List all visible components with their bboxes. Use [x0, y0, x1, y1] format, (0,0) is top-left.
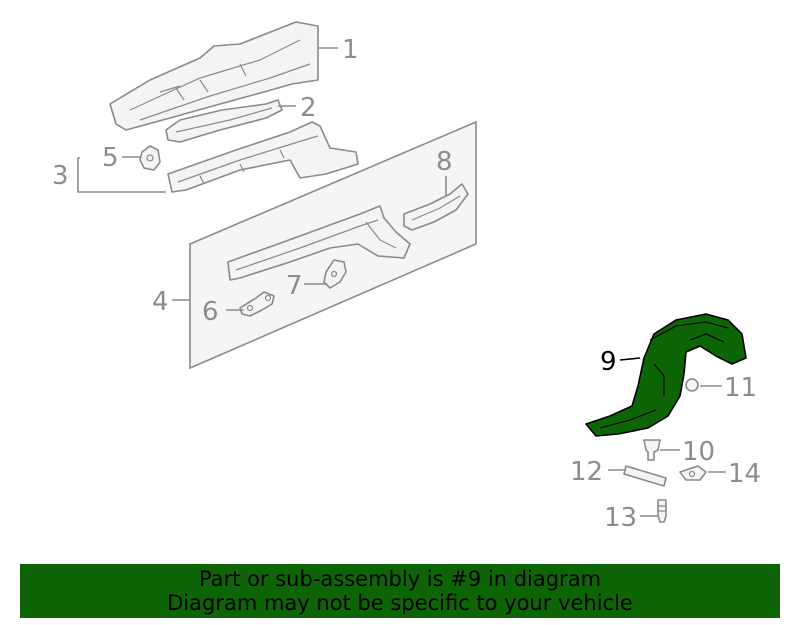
part-3[interactable] [167, 121, 359, 193]
callout-9: 9 [600, 347, 617, 377]
part-14[interactable] [679, 465, 707, 481]
callout-4: 4 [152, 287, 169, 317]
part-9-fender-liner[interactable] [585, 313, 747, 437]
callout-2: 2 [300, 93, 317, 123]
callout-8: 8 [436, 147, 453, 177]
callout-5: 5 [102, 143, 119, 173]
part-8[interactable] [403, 183, 469, 231]
callout-14: 14 [728, 459, 761, 489]
callout-6: 6 [202, 297, 219, 327]
part-10[interactable] [643, 439, 661, 461]
callout-3: 3 [52, 161, 69, 191]
callout-12: 12 [570, 457, 603, 487]
banner-line-2: Diagram may not be specific to your vehi… [167, 591, 633, 615]
callout-13: 13 [604, 503, 637, 533]
part-6[interactable] [239, 291, 275, 317]
callout-10: 10 [682, 437, 715, 467]
banner-line-1: Part or sub-assembly is #9 in diagram [198, 567, 602, 591]
callout-labels: 1 2 3 4 5 6 7 8 9 10 11 12 13 14 [52, 35, 761, 533]
part-7[interactable] [323, 259, 347, 289]
part-2[interactable] [165, 99, 283, 143]
callout-7: 7 [286, 271, 303, 301]
part-4-rail[interactable] [227, 205, 411, 281]
callout-1: 1 [342, 35, 359, 65]
part-1[interactable] [109, 21, 319, 131]
parts-diagram: 1 2 3 4 5 6 7 8 9 10 11 12 13 14 [52, 21, 761, 533]
part-11[interactable] [685, 378, 699, 392]
part-12[interactable] [623, 465, 667, 487]
part-5[interactable] [139, 145, 161, 171]
info-banner: Part or sub-assembly is #9 in diagram Di… [20, 564, 780, 618]
part-13[interactable] [657, 499, 667, 523]
leader-lines [77, 47, 726, 517]
callout-11: 11 [724, 373, 757, 403]
